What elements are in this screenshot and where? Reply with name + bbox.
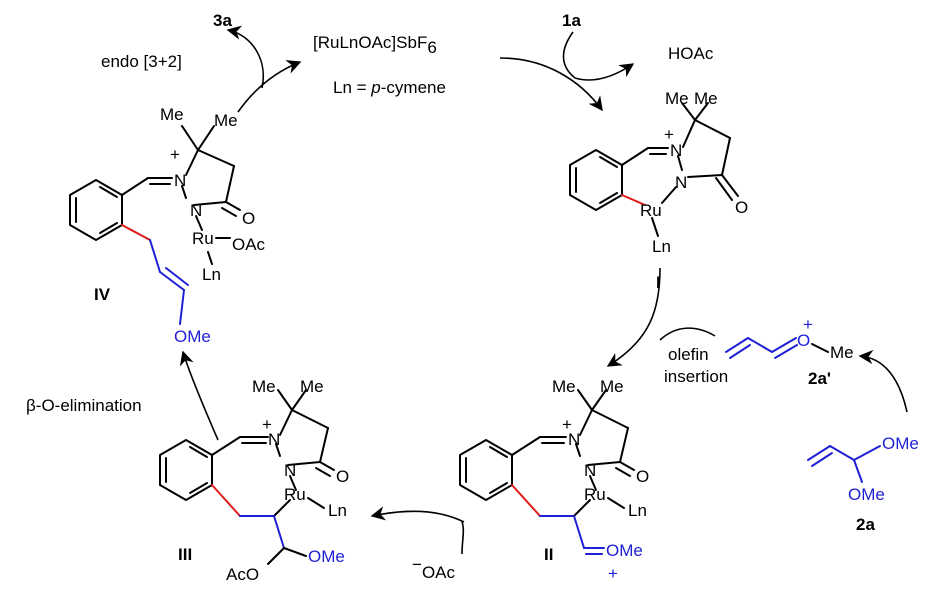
compound-I-label: I	[656, 273, 661, 292]
II-n-plus: N	[568, 430, 580, 449]
olefin-insertion-label-1: olefin	[668, 345, 709, 364]
product-3a-label: 3a	[213, 11, 232, 30]
IV-o: O	[242, 209, 255, 228]
IV-ru: Ru	[192, 229, 214, 248]
olefin-insertion-label-2: insertion	[664, 367, 728, 386]
II-o: O	[636, 467, 649, 486]
2a-ome-2: OMe	[848, 485, 885, 504]
IV-oac: OAc	[232, 235, 266, 254]
compound-III-label: III	[178, 545, 192, 564]
2a-prime-o: O	[797, 331, 810, 350]
II-ln: Ln	[628, 501, 647, 520]
2a-ome-1: OMe	[882, 434, 919, 453]
arrow-2a-to-2a-prime	[858, 349, 908, 413]
arrow-catalyst-to-I	[499, 57, 603, 112]
arrow-2a-prime-in	[659, 327, 716, 341]
III-aco: AcO	[226, 565, 259, 584]
compound-2a-label: 2a	[856, 515, 875, 534]
I-o: O	[735, 198, 748, 217]
acetal-2a: OMe OMe 2a	[807, 434, 919, 534]
intermediate-III: Me Me N + N O Ru Ln OMe AcO III	[159, 377, 349, 584]
I-n: N	[675, 173, 687, 192]
IV-me-1: Me	[160, 105, 184, 124]
acetate-anion: −OAc	[412, 555, 455, 582]
IV-ome: OMe	[174, 327, 211, 346]
I-me-1: Me	[665, 89, 689, 108]
II-me-1: Me	[552, 377, 576, 396]
II-ome: OMe	[606, 541, 643, 560]
IV-n: N	[190, 201, 202, 220]
arrow-hoac-out	[574, 63, 635, 81]
2a-prime-me: Me	[830, 343, 854, 362]
I-ln: Ln	[652, 237, 671, 256]
arrow-IV-to-catalyst	[237, 60, 302, 113]
compound-II-label: II	[544, 545, 553, 564]
reactant-1a-label: 1a	[562, 11, 581, 30]
IV-plus: +	[170, 145, 180, 164]
oxocarbenium-2a-prime: O + Me 2a'	[725, 315, 854, 388]
I-ru: Ru	[640, 201, 662, 220]
I-me-2: Me	[694, 89, 718, 108]
catalyst-label: [RuLnOAc]SbF6 Ln = p-cymene	[313, 33, 446, 97]
II-plus-oxo: +	[608, 564, 618, 583]
IV-ln: Ln	[202, 265, 221, 284]
arrow-3a-out	[226, 25, 264, 89]
III-me-1: Me	[252, 377, 276, 396]
intermediate-IV: Me Me N + N O Ru OAc Ln OMe IV	[69, 105, 266, 346]
III-o: O	[336, 467, 349, 486]
ln-definition: Ln = p-cymene	[333, 78, 446, 97]
intermediate-I: Me Me N + N O Ru Ln I	[569, 89, 748, 292]
intermediate-II: Me Me N + N O Ru Ln OMe + II	[459, 377, 649, 583]
III-n-plus: N	[268, 430, 280, 449]
endo-cycloaddition-label: endo [3+2]	[101, 52, 182, 71]
III-ru: Ru	[284, 485, 306, 504]
II-me-2: Me	[600, 377, 624, 396]
hoac-label: HOAc	[668, 44, 714, 63]
I-n-plus: N	[670, 141, 682, 160]
arrow-II-to-III	[370, 506, 465, 523]
II-n: N	[584, 461, 596, 480]
compound-2a-prime-label: 2a'	[808, 369, 831, 388]
arrow-acetate-in	[461, 521, 465, 555]
III-plus: +	[262, 415, 272, 434]
I-plus: +	[664, 125, 674, 144]
III-n: N	[284, 461, 296, 480]
II-ru: Ru	[584, 485, 606, 504]
II-plus: +	[562, 415, 572, 434]
arrow-III-to-IV	[179, 350, 219, 441]
III-ln: Ln	[328, 501, 347, 520]
arrow-1a-in	[562, 31, 576, 79]
III-ome: OMe	[308, 547, 345, 566]
III-me-2: Me	[300, 377, 324, 396]
catalyst-formula: [RuLnOAc]SbF6	[313, 33, 437, 57]
2a-prime-plus: +	[803, 315, 813, 334]
IV-me-2: Me	[214, 111, 238, 130]
beta-elimination-label: β-O-elimination	[26, 396, 142, 415]
IV-n-plus: N	[174, 171, 186, 190]
compound-IV-label: IV	[94, 285, 111, 304]
arrow-I-to-II	[606, 267, 661, 367]
